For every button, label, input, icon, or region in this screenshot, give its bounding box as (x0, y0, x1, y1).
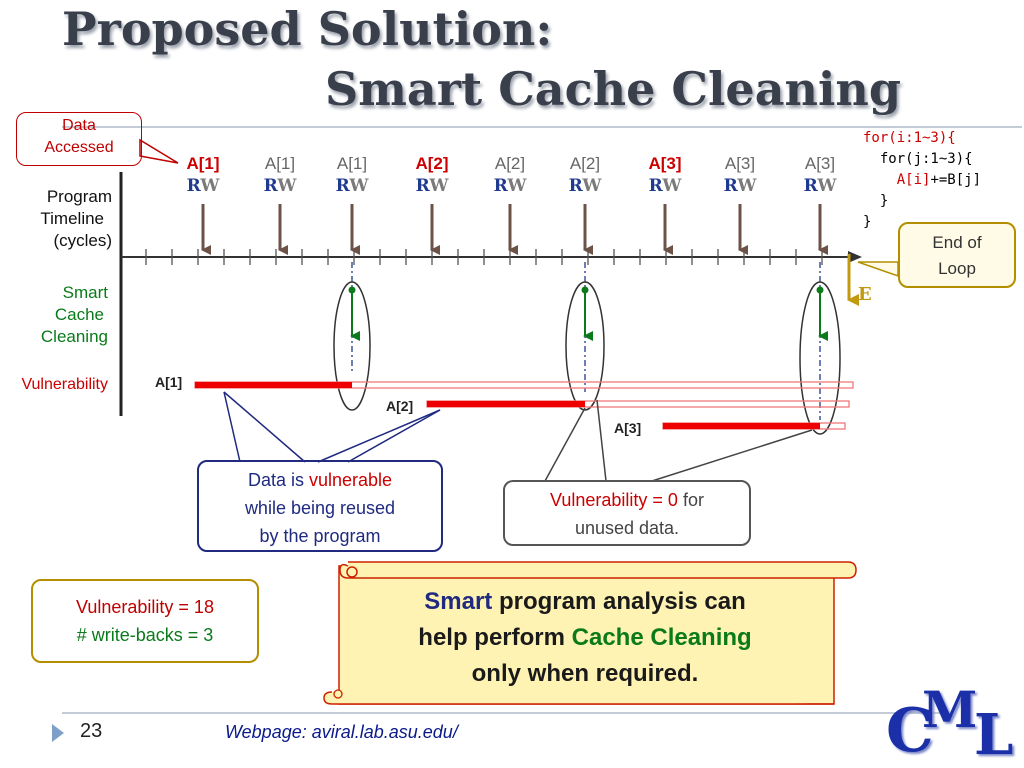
code-line-3: A[i]+=B[j] (896, 172, 982, 188)
read-write-label: RW (648, 176, 682, 196)
cleaning-marker-3 (799, 262, 841, 435)
timeline-ticks (145, 249, 823, 265)
access-label: A[1] (264, 154, 296, 173)
access-2: A[1] RW (250, 153, 310, 197)
webpage-link[interactable]: Webpage: aviral.lab.asu.edu/ (225, 722, 458, 742)
bar-label-a2: A[2] (386, 398, 414, 414)
code-line-5: } (863, 214, 872, 230)
program-timeline-label: Program Timeline (cycles) (40, 187, 112, 250)
callout-text: Accessed (44, 139, 114, 156)
scroll-message: Smart program analysis can help perform … (418, 588, 752, 687)
read-write-label: RW (493, 176, 527, 196)
stats-callout: Vulnerability = 18 # write-backs = 3 (31, 579, 259, 663)
code-line-1: for(i:1~3){ (863, 130, 956, 146)
end-of-loop-callout: End of Loop (898, 222, 1016, 288)
footer-divider (62, 712, 942, 714)
access-4: A[2] RW (402, 153, 462, 197)
access-9: A[3] RW (790, 153, 850, 197)
data-vulnerable-callout: Data is vulnerable while being reused by… (197, 460, 443, 552)
read-write-label: RW (415, 176, 449, 196)
scroll-banner (323, 561, 857, 705)
vulnerability-bar-1 (194, 381, 854, 389)
access-8: A[3] RW (710, 153, 770, 197)
read-write-label: RW (803, 176, 837, 196)
access-label: A[2] (415, 154, 449, 173)
vulnerability-bar-2 (426, 400, 850, 408)
smart-cache-cleaning-label: Smart Cache Cleaning (40, 283, 108, 346)
data-accessed-callout: Data Accessed (16, 112, 142, 166)
read-write-label: RW (335, 176, 369, 196)
read-write-label: RW (186, 176, 220, 196)
access-arrows (201, 204, 828, 255)
vulnerability-label: Vulnerability (21, 376, 108, 393)
vulnerability-zero-callout: Vulnerability = 0 for unused data. (503, 480, 751, 546)
access-6: A[2] RW (555, 153, 615, 197)
code-snippet: for(i:1~3){ for(j:1~3){ A[i]+=B[j] }} (863, 128, 981, 233)
title-line-2: Smart Cache Cleaning (325, 62, 902, 116)
vulnerability-bar-3 (662, 422, 846, 430)
bar-label-a3: A[3] (614, 420, 642, 436)
data-accessed-pointer (139, 138, 179, 164)
page-number: 23 (80, 720, 103, 742)
title-divider (62, 126, 1022, 128)
code-line-4: } (863, 193, 889, 209)
zero-callout-lines (544, 399, 813, 482)
code-line-2: for(j:1~3){ (863, 151, 973, 167)
cml-logo: C M L (886, 680, 1014, 768)
end-callout-pointer (857, 261, 899, 278)
access-label: A[3] (804, 154, 836, 173)
access-label: A[2] (494, 154, 526, 173)
cleaning-marker-2 (565, 262, 605, 411)
access-label: A[2] (569, 154, 601, 173)
title-line-1: Proposed Solution: (62, 2, 553, 56)
callout-text: Data (62, 117, 96, 134)
read-write-label: RW (568, 176, 602, 196)
access-7: A[3] RW (635, 153, 695, 197)
access-label: A[3] (724, 154, 756, 173)
read-write-label: RW (723, 176, 757, 196)
access-label: A[1] (186, 154, 220, 173)
read-write-label: RW (263, 176, 297, 196)
access-label: A[3] (648, 154, 682, 173)
access-3: A[1] RW (322, 153, 382, 197)
cleaning-marker-1 (333, 262, 371, 411)
access-1: A[1] RW (173, 153, 233, 197)
access-label: A[1] (336, 154, 368, 173)
vulnerable-callout-lines (223, 391, 441, 463)
bar-label-a1: A[1] (155, 374, 183, 390)
access-5: A[2] RW (480, 153, 540, 197)
footer-triangle-icon (52, 724, 64, 742)
end-marker-label: E (858, 284, 872, 305)
